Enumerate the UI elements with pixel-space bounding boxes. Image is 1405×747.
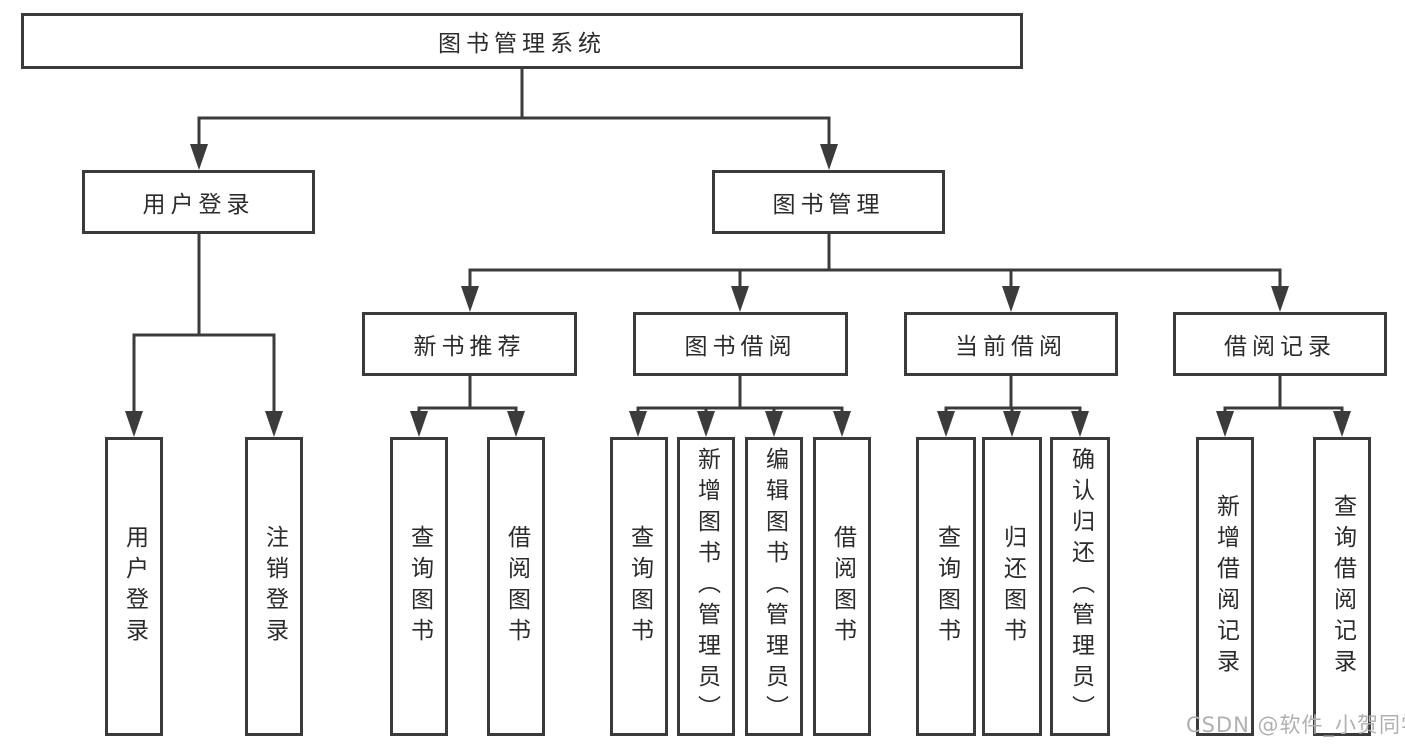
leaf-recommend-borrow-book: 借阅图书 [487,437,545,736]
node-root-label: 图书管理系统 [438,31,606,57]
node-new-book-recommend: 新书推荐 [362,312,577,376]
edge-record-to-leaves [1223,376,1344,419]
node-book-management-label: 图书管理 [772,192,885,218]
edge-root-to-level2 [197,69,831,150]
leaf-logout-login: 注销登录 [245,437,303,736]
leaf-borrow-query-book-label: 查询图书 [626,524,653,649]
leaf-record-query: 查询借阅记录 [1313,437,1371,736]
leaf-record-query-label: 查询借阅记录 [1329,493,1356,680]
leaf-borrow-borrow-book-label: 借阅图书 [829,524,856,649]
leaf-user-login: 用户登录 [105,437,163,736]
node-borrow-record-label: 借阅记录 [1224,334,1336,360]
leaf-borrow-query-book: 查询图书 [610,437,668,736]
leaf-recommend-query-book-label: 查询图书 [406,524,433,649]
edge-borrow-to-leaves [636,376,844,419]
node-user-login-label: 用户登录 [142,192,255,218]
node-book-borrow-label: 图书借阅 [684,334,797,360]
edge-bookmgmt-to-level3 [468,233,1282,292]
node-current-borrow-label: 当前借阅 [955,334,1067,360]
leaf-logout-login-label: 注销登录 [261,524,288,649]
leaf-record-add: 新增借阅记录 [1196,437,1254,736]
leaf-current-confirm-return-label: 确认归还（管理员） [1067,447,1094,726]
node-book-management: 图书管理 [712,170,945,234]
leaf-borrow-add-book-label: 新增图书（管理员） [693,447,720,726]
node-new-book-recommend-label: 新书推荐 [413,334,526,360]
edge-current-to-leaves [944,376,1082,419]
leaf-recommend-borrow-book-label: 借阅图书 [503,524,530,649]
node-book-borrow: 图书借阅 [633,312,848,376]
leaf-recommend-query-book: 查询图书 [390,437,448,736]
edge-userlogin-to-leaves [132,234,276,417]
node-borrow-record: 借阅记录 [1173,312,1387,376]
leaf-borrow-borrow-book: 借阅图书 [813,437,871,736]
leaf-borrow-edit-book-label: 编辑图书（管理员） [761,447,788,726]
leaf-user-login-label: 用户登录 [121,524,148,649]
node-user-login: 用户登录 [82,170,315,234]
leaf-current-query-book: 查询图书 [916,437,976,736]
leaf-current-query-book-label: 查询图书 [933,524,960,649]
leaf-record-add-label: 新增借阅记录 [1212,493,1239,680]
leaf-borrow-edit-book: 编辑图书（管理员） [745,437,803,736]
leaf-current-return-book-label: 归还图书 [999,524,1026,649]
node-root: 图书管理系统 [21,13,1023,69]
csdn-watermark: CSDN @软件_小贺同学 [1186,713,1405,737]
leaf-current-return-book: 归还图书 [982,437,1042,736]
edge-recommend-to-leaves [417,376,518,419]
leaf-borrow-add-book: 新增图书（管理员） [677,437,735,736]
node-current-borrow: 当前借阅 [904,312,1118,376]
leaf-current-confirm-return: 确认归还（管理员） [1050,437,1110,736]
